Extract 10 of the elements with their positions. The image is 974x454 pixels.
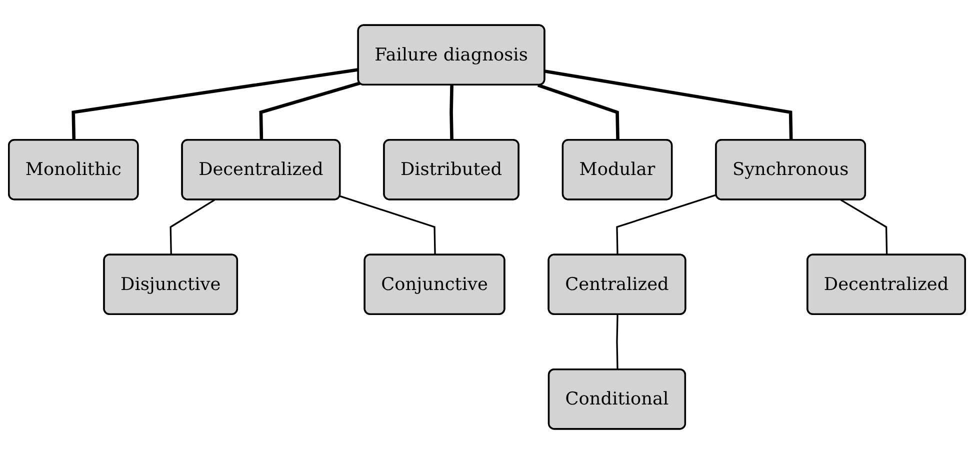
- connector: [340, 195, 436, 256]
- connector: [72, 68, 359, 140]
- connector: [450, 85, 454, 140]
- connector: [616, 314, 618, 370]
- connector: [544, 70, 793, 140]
- connector: [616, 194, 717, 256]
- connector: [259, 82, 360, 140]
- connector: [170, 199, 215, 256]
- connector: [840, 199, 888, 256]
- connector: [537, 84, 620, 140]
